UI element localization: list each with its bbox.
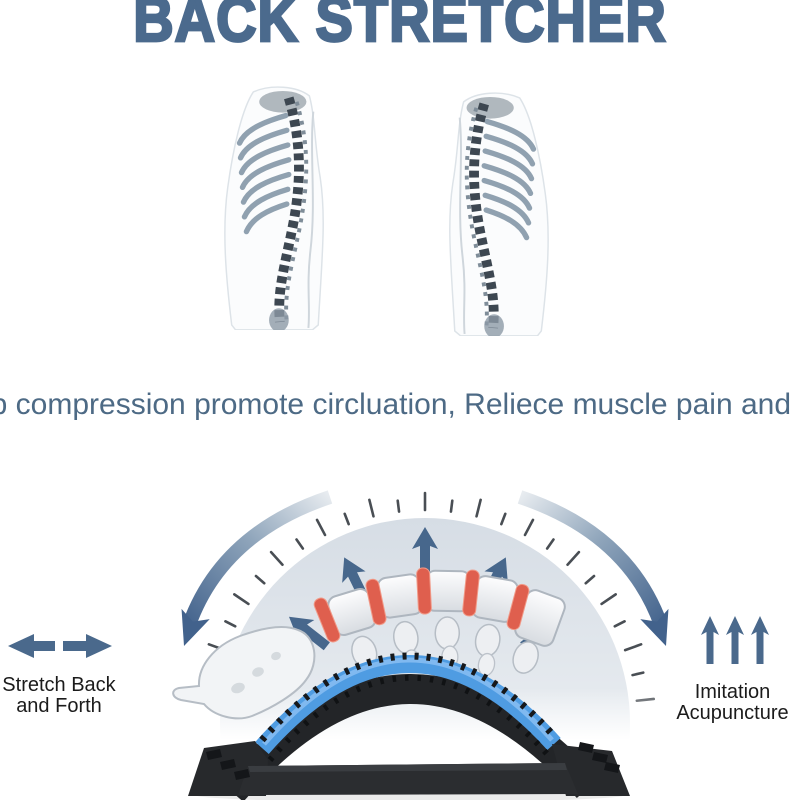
acupuncture-label-line2: Acupuncture	[676, 702, 789, 724]
acupuncture-label-line1: Imitation	[694, 681, 771, 703]
back-stretcher-device	[188, 652, 630, 800]
curved-arrow-left-icon	[181, 490, 333, 646]
massage-spikes	[259, 652, 557, 743]
stretch-label-line2: and Forth	[16, 695, 102, 717]
ratchet-teeth-right	[578, 742, 620, 773]
stretch-label-line1: Stretch Back	[2, 674, 116, 696]
sacrum-bone	[172, 626, 316, 720]
dome-tick-marks	[194, 491, 656, 703]
stretch-label: Stretch Back and Forth	[0, 675, 118, 717]
stretch-back-forth-arrows-icon	[8, 634, 112, 658]
page-title: BACK STRETCHER	[132, 0, 667, 56]
lumbar-spine-illustration	[172, 567, 566, 720]
curved-arrow-right-icon	[517, 490, 669, 646]
acupuncture-label: Imitation Acupuncture	[660, 682, 800, 724]
imitation-acupuncture-arrows-icon	[701, 616, 769, 664]
ratchet-teeth-left	[206, 749, 250, 780]
caption-text: Deep compression promote circluation, Re…	[0, 388, 800, 421]
